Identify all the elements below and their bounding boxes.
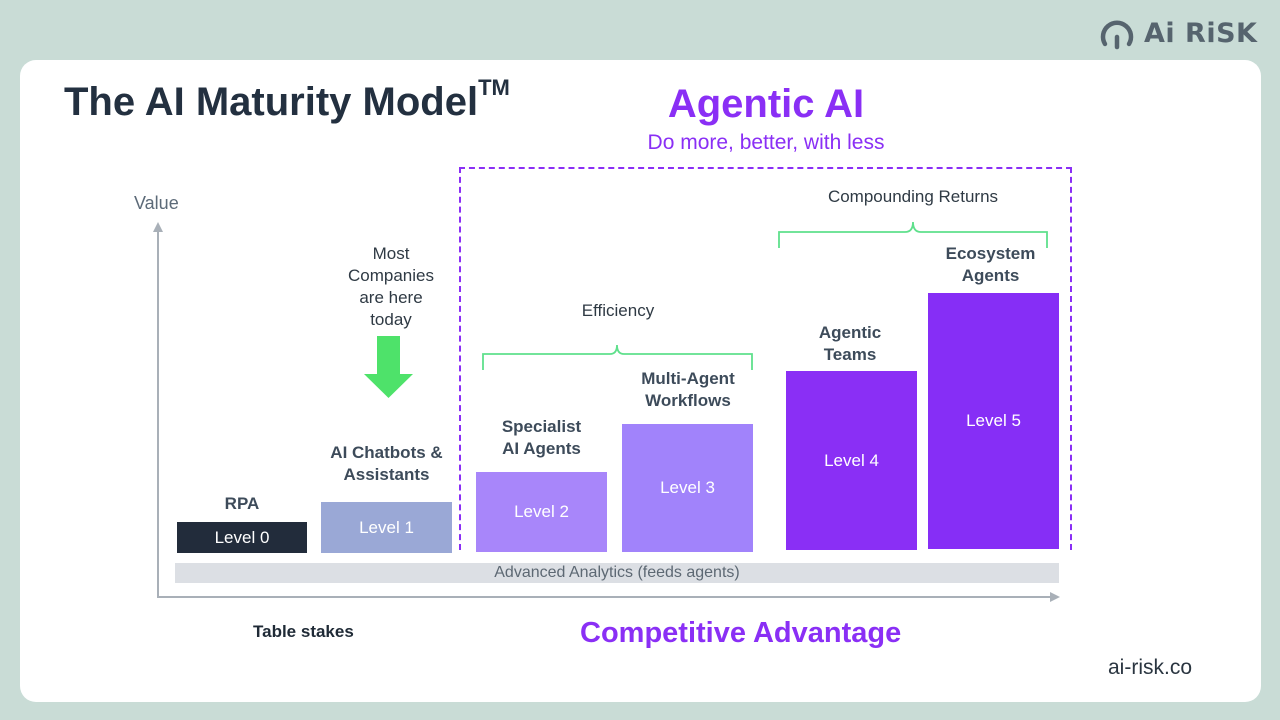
level-5-name: Ecosystem Agents (945, 244, 1036, 285)
compounding-label: Compounding Returns (827, 187, 999, 206)
y-axis-label: Value (134, 193, 179, 213)
down-arrow-icon (364, 336, 413, 398)
level-2-bar: Level 2 (476, 472, 607, 552)
level-4-bar: Level 4 (786, 371, 917, 550)
site-url[interactable]: ai-risk.co (1108, 656, 1193, 679)
advanced-analytics-band: Advanced Analytics (feeds agents) (175, 563, 1059, 583)
level-0-name: RPA (224, 494, 260, 513)
agentic-tagline: Do more, better, with less (647, 131, 885, 154)
level-4-name: Agentic Teams (818, 323, 882, 364)
page-title: The AI Maturity ModelTM (64, 74, 510, 124)
level-3-bar: Level 3 (622, 424, 753, 552)
competitive-advantage-label: Competitive Advantage (580, 617, 902, 649)
level-1-bar: Level 1 (321, 502, 452, 553)
level-0-bar: Level 0 (177, 522, 307, 553)
efficiency-label: Efficiency (581, 301, 655, 320)
table-stakes-label: Table stakes (253, 622, 354, 641)
level-2-name: Specialist AI Agents (501, 417, 582, 458)
efficiency-bracket (482, 344, 753, 370)
agentic-region-box (459, 167, 1072, 550)
gauge-icon (1100, 20, 1134, 50)
compounding-bracket (778, 221, 1048, 248)
level-3-name: Multi-Agent Workflows (641, 369, 735, 410)
brand-logo: Ai RiSK (1098, 14, 1257, 52)
brand-name: Ai RiSK (1144, 17, 1258, 49)
agentic-heading: Agentic AI (667, 82, 865, 126)
trademark-mark: TM (478, 74, 510, 100)
level-1-name: AI Chatbots & Assistants (330, 443, 443, 484)
most-companies-note: Most Companies are here today (348, 244, 434, 329)
y-axis-arrowhead (153, 222, 163, 232)
x-axis-arrowhead (1050, 592, 1060, 602)
level-5-bar: Level 5 (928, 293, 1059, 549)
